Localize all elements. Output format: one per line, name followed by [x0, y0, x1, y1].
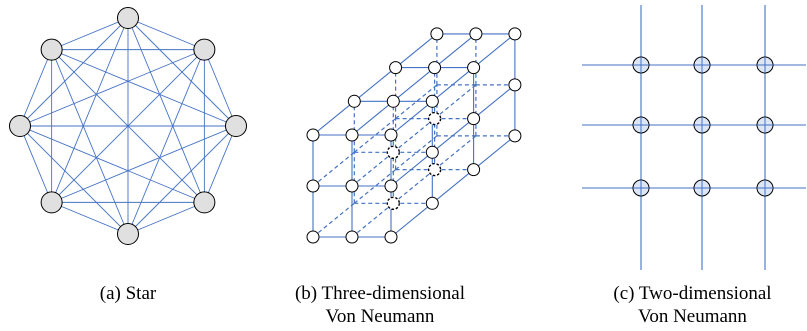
hidden-edge — [392, 118, 435, 153]
lattice-edge — [390, 100, 433, 136]
lattice-node — [384, 128, 398, 142]
star-topology-graph — [9, 7, 247, 245]
lattice-edge — [395, 33, 438, 69]
lattice-node — [306, 128, 320, 142]
star-edge — [203, 49, 237, 127]
star-edge — [51, 17, 129, 51]
star-edge — [19, 125, 205, 203]
lattice-edge — [392, 67, 435, 102]
caption-star: (a) Star — [58, 282, 198, 305]
hidden-edge — [395, 135, 438, 171]
star-edge — [203, 125, 237, 203]
hidden-edge — [434, 84, 477, 120]
lattice-node — [425, 145, 439, 159]
lattice-node — [430, 27, 444, 41]
star-node-5 — [117, 223, 139, 245]
star-edge — [127, 17, 205, 51]
caption-star-line-1: (a) Star — [99, 283, 157, 304]
caption-2d-line-1: (c) Two-dimensional — [613, 283, 772, 304]
hidden-edge — [351, 151, 394, 187]
star-node-8 — [40, 38, 63, 61]
hidden-edge — [395, 84, 438, 120]
lattice-node — [467, 163, 481, 177]
lattice-node — [345, 179, 359, 193]
star-edge — [51, 201, 129, 235]
lattice-node — [508, 78, 522, 92]
lattice-node — [467, 61, 481, 75]
hidden-node — [427, 162, 442, 177]
hidden-edge — [392, 169, 435, 204]
lattice-node — [425, 94, 439, 108]
lattice-edge — [431, 67, 474, 102]
lattice-node — [347, 94, 361, 108]
hidden-node — [427, 111, 442, 126]
lattice-edge — [431, 169, 474, 204]
hidden-edge — [353, 118, 396, 153]
caption-3d-line-2: Von Neumann — [325, 306, 435, 327]
lattice-node — [384, 230, 398, 244]
lattice-edge — [390, 202, 433, 238]
hidden-edge — [351, 202, 394, 238]
star-edge — [51, 17, 129, 203]
lattice-node — [345, 230, 359, 244]
lattice-node — [467, 112, 481, 126]
lattice-node — [345, 128, 359, 142]
lattice-node — [508, 129, 522, 143]
lattice-edge — [473, 84, 516, 120]
three-dimensional-von-neumann-graph — [306, 27, 522, 244]
caption-3d-line-1: (b) Three-dimensional — [294, 283, 466, 304]
star-edge — [51, 49, 129, 235]
star-edge — [19, 125, 129, 235]
star-edge — [51, 49, 205, 203]
star-node-1 — [117, 7, 139, 29]
lattice-edge — [431, 118, 474, 153]
star-edge — [19, 125, 53, 203]
lattice-edge — [390, 151, 433, 187]
lattice-node — [306, 230, 320, 244]
lattice-node — [386, 94, 400, 108]
caption-three-dimensional-von-neumann: (b) Three-dimensional Von Neumann — [265, 282, 495, 328]
star-edge — [51, 125, 237, 203]
hidden-node — [386, 145, 400, 160]
lattice-node — [389, 61, 403, 75]
star-edge — [127, 17, 205, 203]
lattice-edge — [434, 33, 477, 69]
lattice-edge — [473, 135, 516, 171]
lattice-node — [508, 27, 522, 41]
hidden-edge — [353, 169, 396, 204]
lattice-node — [469, 27, 483, 41]
lattice-node — [306, 179, 320, 193]
hidden-edge — [434, 135, 477, 171]
star-edge — [51, 49, 237, 127]
star-node-2 — [193, 38, 216, 61]
star-edge — [127, 49, 205, 235]
hidden-node — [386, 196, 400, 211]
lattice-node — [428, 61, 442, 75]
star-node-3 — [225, 115, 247, 137]
lattice-edge — [353, 67, 396, 102]
lattice-edge — [312, 100, 355, 136]
star-edge — [19, 49, 205, 127]
hidden-edge — [312, 151, 355, 187]
star-edge — [127, 201, 205, 235]
two-dimensional-von-neumann-graph — [582, 5, 806, 270]
star-node-6 — [40, 191, 63, 214]
lattice-edge — [351, 100, 394, 136]
lattice-node — [384, 179, 398, 193]
caption-two-dimensional-von-neumann: (c) Two-dimensional Von Neumann — [580, 282, 805, 328]
caption-2d-line-2: Von Neumann — [638, 306, 747, 327]
star-node-7 — [9, 115, 31, 137]
lattice-node — [425, 196, 439, 210]
lattice-edge — [473, 33, 516, 69]
star-node-4 — [193, 191, 216, 214]
hidden-edge — [312, 202, 355, 238]
star-edge — [19, 49, 53, 127]
